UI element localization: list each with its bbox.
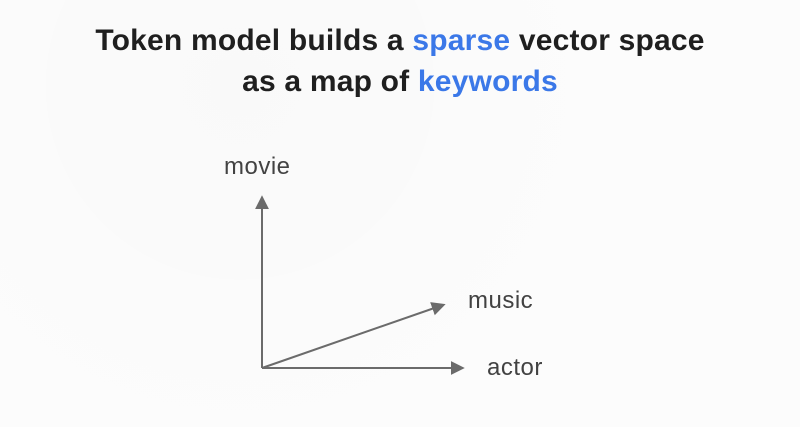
title-highlight-keywords: keywords [417, 65, 558, 98]
title-text: Token model builds a [95, 24, 413, 57]
x-axis-label: actor [487, 354, 543, 381]
title-line-2: as a map of keywords [0, 61, 800, 102]
title-text: as a map of [242, 65, 418, 98]
music-vector-label: music [468, 287, 534, 314]
music-vector-arrow [261, 302, 446, 369]
title-text: vector space [510, 24, 705, 57]
y-axis-label: movie [224, 153, 291, 180]
title-highlight-sparse: sparse [412, 24, 511, 57]
title-line-1: Token model builds a sparse vector space [0, 20, 800, 61]
page-title: Token model builds a sparse vector space… [0, 20, 800, 102]
